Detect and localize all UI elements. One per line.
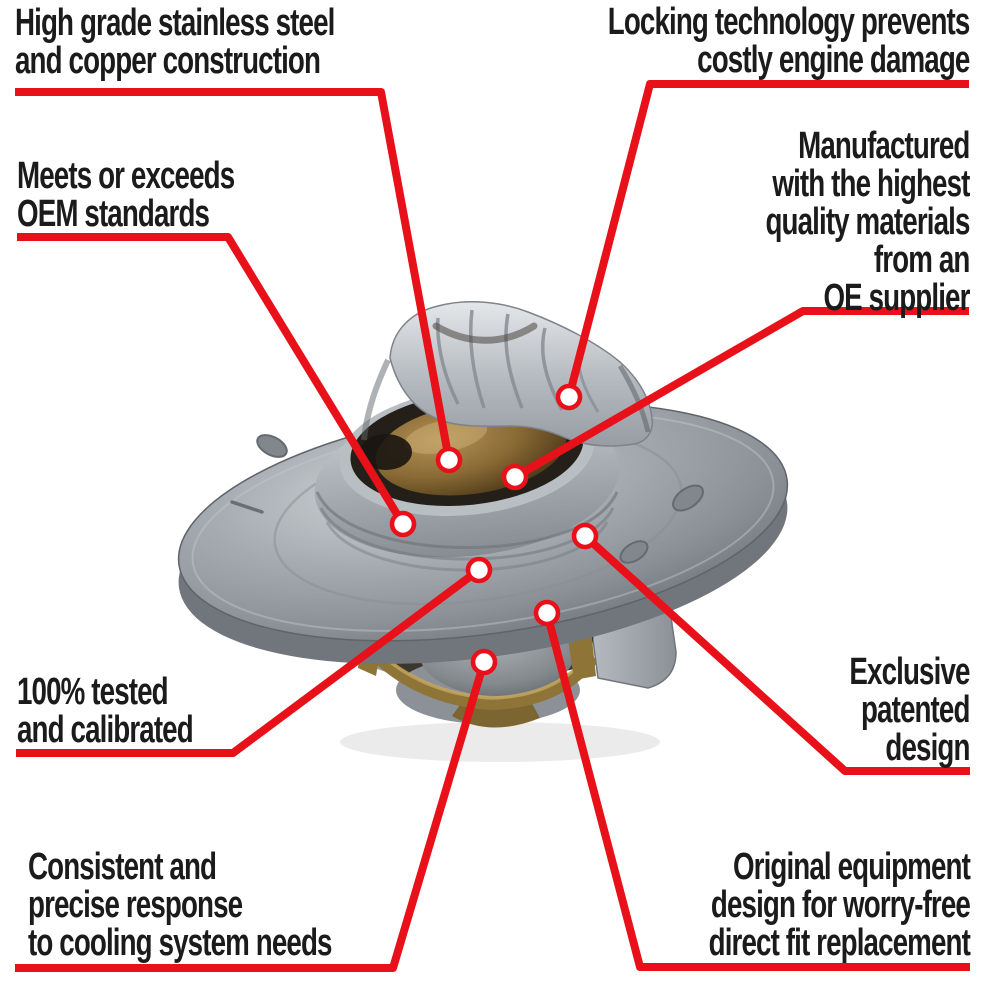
callout-line-mid-left xyxy=(17,233,407,527)
feature-dot-bottom-right xyxy=(533,599,561,627)
callout-text-line: Original equipment xyxy=(733,846,971,888)
top-bridge xyxy=(361,301,654,447)
feature-dot-top-left xyxy=(435,446,463,474)
callout-text-line: from an xyxy=(873,239,969,281)
flange-scratch xyxy=(230,500,264,514)
callout-text-line: design for worry-free xyxy=(710,884,971,926)
callout-line-right xyxy=(513,307,969,481)
callout-lower-left: 100% tested and calibrated xyxy=(17,671,194,751)
feature-dot-right-lower xyxy=(571,522,599,550)
callout-text-line: 100% tested xyxy=(17,671,169,713)
callout-bottom-left: Consistent and precise response to cooli… xyxy=(28,848,332,962)
callout-line-top-right xyxy=(565,80,969,399)
flange-dimple xyxy=(256,434,288,458)
callout-right: Manufactured with the highest quality ma… xyxy=(764,125,970,319)
callout-text-line: and copper construction xyxy=(15,40,321,82)
callout-text-line: Manufactured xyxy=(797,125,970,167)
callout-text-line: design xyxy=(885,727,971,769)
callout-text-line: patented xyxy=(861,689,970,731)
callout-right-lower: Exclusive patented design xyxy=(849,651,971,769)
callout-text-line: precise response xyxy=(28,884,243,926)
feature-dot-mid-left xyxy=(389,510,417,538)
callout-text-line: direct fit replacement xyxy=(708,922,971,964)
callout-text-line: Consistent and xyxy=(28,846,217,888)
callout-line-top-left xyxy=(15,88,453,461)
callout-text-line: OEM standards xyxy=(17,193,210,235)
callout-text-line: with the highest xyxy=(771,163,970,205)
callout-line-lower-left xyxy=(16,566,482,757)
ground-shadow xyxy=(340,722,660,762)
callout-line-right-lower xyxy=(582,533,970,775)
callout-text-line: Locking technology prevents xyxy=(607,1,970,43)
flange-dimple xyxy=(619,540,649,564)
callout-line-bottom-right xyxy=(543,611,970,971)
feature-dots xyxy=(389,383,599,676)
callout-text-line: and calibrated xyxy=(17,709,194,751)
callout-lines xyxy=(15,80,970,972)
callout-mid-left: Meets or exceeds OEM standards xyxy=(17,155,235,235)
feature-dot-right xyxy=(501,463,529,491)
callout-text-line: quality materials xyxy=(764,201,970,243)
callout-bottom-right: Original equipment design for worry-free… xyxy=(708,846,971,964)
callout-text-line: OE supplier xyxy=(822,277,970,319)
callout-text-line: High grade stainless steel xyxy=(15,2,335,44)
feature-dot-bottom-left xyxy=(470,648,498,676)
feature-dot-lower-left xyxy=(465,556,493,584)
callout-line-bottom-left xyxy=(15,660,488,972)
callout-text-line: to cooling system needs xyxy=(28,922,332,964)
callout-text-line: Exclusive xyxy=(849,651,971,693)
callout-text-line: Meets or exceeds xyxy=(17,155,235,197)
callout-top-left: High grade stainless steel and copper co… xyxy=(15,2,335,82)
flange-dimple xyxy=(672,484,704,512)
callout-text-line: costly engine damage xyxy=(696,39,970,81)
feature-dot-top-right xyxy=(555,383,583,411)
callout-top-right: Locking technology prevents costly engin… xyxy=(607,1,970,81)
